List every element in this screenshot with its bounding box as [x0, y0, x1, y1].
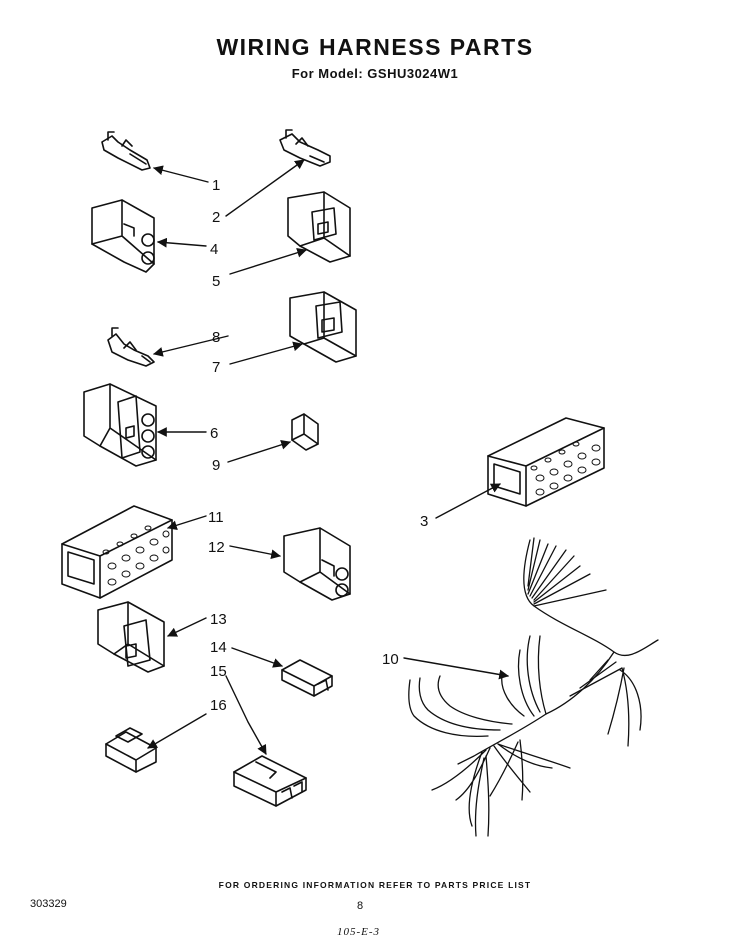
callout-14: 14 — [210, 639, 227, 656]
callout-8: 8 — [212, 329, 220, 346]
callout-5: 5 — [212, 273, 220, 290]
handwritten-note: 105-E-3 — [337, 926, 381, 938]
connector-part-13 — [97, 601, 165, 673]
callout-6: 6 — [210, 425, 218, 442]
cavities-part-3 — [530, 441, 601, 496]
terminal-part-2 — [279, 129, 331, 167]
callout-11: 11 — [208, 509, 224, 526]
callout-15: 15 — [210, 663, 227, 680]
connector-part-7 — [289, 291, 357, 363]
callout-7: 7 — [212, 359, 220, 376]
leader-lines — [147, 159, 509, 755]
callout-13: 13 — [210, 611, 227, 628]
callout-numbers: 1 2 3 4 5 6 7 8 9 10 11 12 13 14 15 16 — [208, 177, 428, 714]
connector-part-5 — [287, 191, 351, 263]
callout-3: 3 — [420, 513, 428, 530]
callout-1: 1 — [212, 177, 220, 194]
callout-9: 9 — [212, 457, 220, 474]
terminal-part-8 — [107, 327, 155, 367]
housing-part-9 — [291, 413, 319, 451]
connector-block-part-11 — [61, 505, 173, 599]
ordering-info-note: FOR ORDERING INFORMATION REFER TO PARTS … — [218, 880, 532, 890]
terminal-part-1 — [101, 131, 151, 171]
callout-2: 2 — [212, 209, 220, 226]
housing-part-16 — [105, 727, 157, 773]
callout-16: 16 — [210, 697, 227, 714]
callout-4: 4 — [210, 241, 218, 258]
callout-10: 10 — [382, 651, 399, 668]
connector-block-part-3 — [487, 417, 605, 507]
connector-part-6 — [83, 383, 157, 467]
document-number: 303329 — [30, 898, 67, 910]
callout-12: 12 — [208, 539, 225, 556]
housing-part-14 — [281, 659, 333, 697]
connector-part-4 — [91, 199, 155, 273]
model-subtitle: For Model: GSHU3024W1 — [291, 66, 459, 81]
wiring-harness-part-10 — [408, 537, 659, 837]
connector-part-12 — [283, 527, 351, 601]
page-number: 8 — [357, 900, 364, 912]
cavities-part-11 — [102, 525, 170, 586]
page-title: WIRING HARNESS PARTS — [216, 34, 534, 60]
housing-part-15 — [233, 755, 307, 807]
